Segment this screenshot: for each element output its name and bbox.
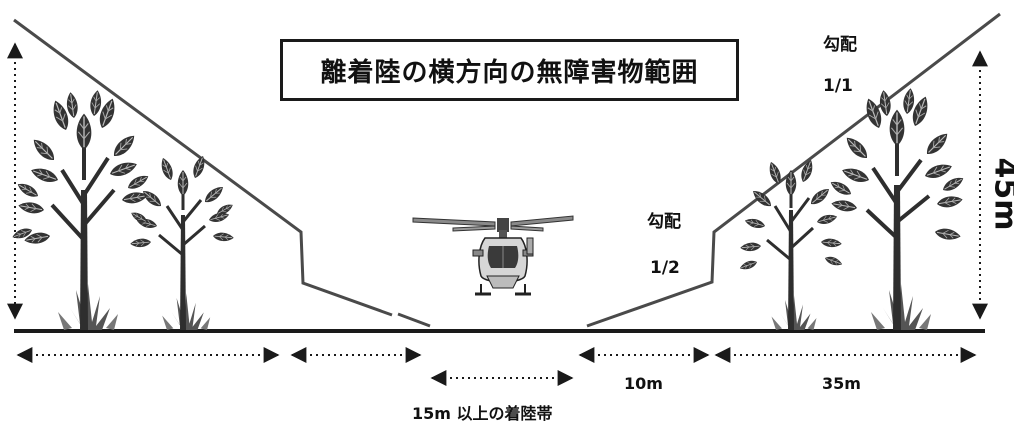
page-title: 離着陸の横方向の無障害物範囲 <box>280 39 739 101</box>
landing-zone-label: 15m 以上の着陸帯 <box>412 404 553 423</box>
inner-slope-label: 勾配 <box>647 212 681 232</box>
outer-width-label: 35m <box>822 374 861 393</box>
outer-slope-ratio: 1/1 <box>823 76 853 96</box>
transition-width-label: 10m <box>624 374 663 393</box>
tree-icon <box>738 157 844 330</box>
left-slope-outline <box>13 18 393 317</box>
tree-icon <box>10 89 152 330</box>
outer-slope-label: 勾配 <box>823 35 857 55</box>
height-label: 45m <box>987 157 1014 231</box>
tree-icon <box>129 153 235 330</box>
tree-icon <box>827 87 967 330</box>
left-slope-inner-segment <box>397 312 431 328</box>
right-slope-outline <box>586 12 1001 328</box>
inner-slope-ratio: 1/2 <box>650 258 680 278</box>
helicopter-icon <box>412 215 574 296</box>
